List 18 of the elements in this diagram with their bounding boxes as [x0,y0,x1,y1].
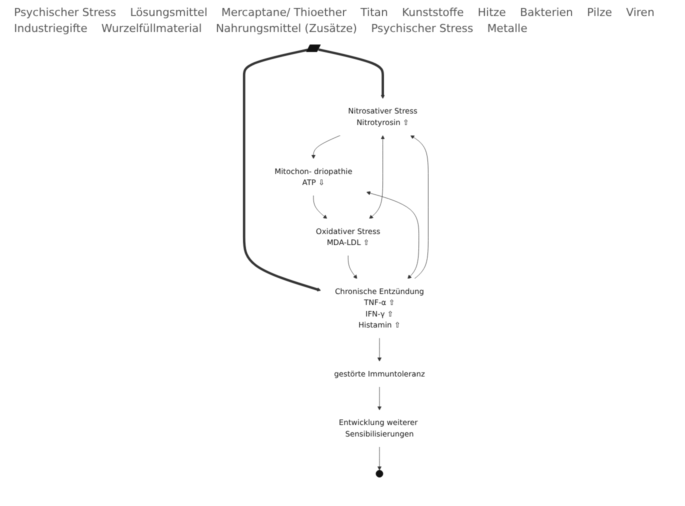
cause-label: Kunststoffe [402,6,464,19]
node-plus [376,470,384,478]
arrow [243,48,322,292]
cause-label: Viren [626,6,654,19]
cause-label: Wurzelfüllmaterial [101,22,202,35]
cause-label: Bakterien [520,6,574,19]
cause-label: Psychischer Stress [371,22,474,35]
cause-label: Psychischer Stress [14,6,116,19]
cause-label: Lösungsmittel [130,6,208,19]
cause-label: Metalle [487,22,528,35]
cause-label: Industriegifte [14,22,88,35]
node-lightning [306,44,321,52]
cause-label: Hitze [478,6,506,19]
cause-label: Mercaptane/ Thioether [221,6,347,19]
cause-label: Titan [360,6,388,19]
arrow [318,48,386,99]
cause-label: Nahrungsmittel (Zusätze) [216,22,358,35]
cause-label: Pilze [587,6,612,19]
